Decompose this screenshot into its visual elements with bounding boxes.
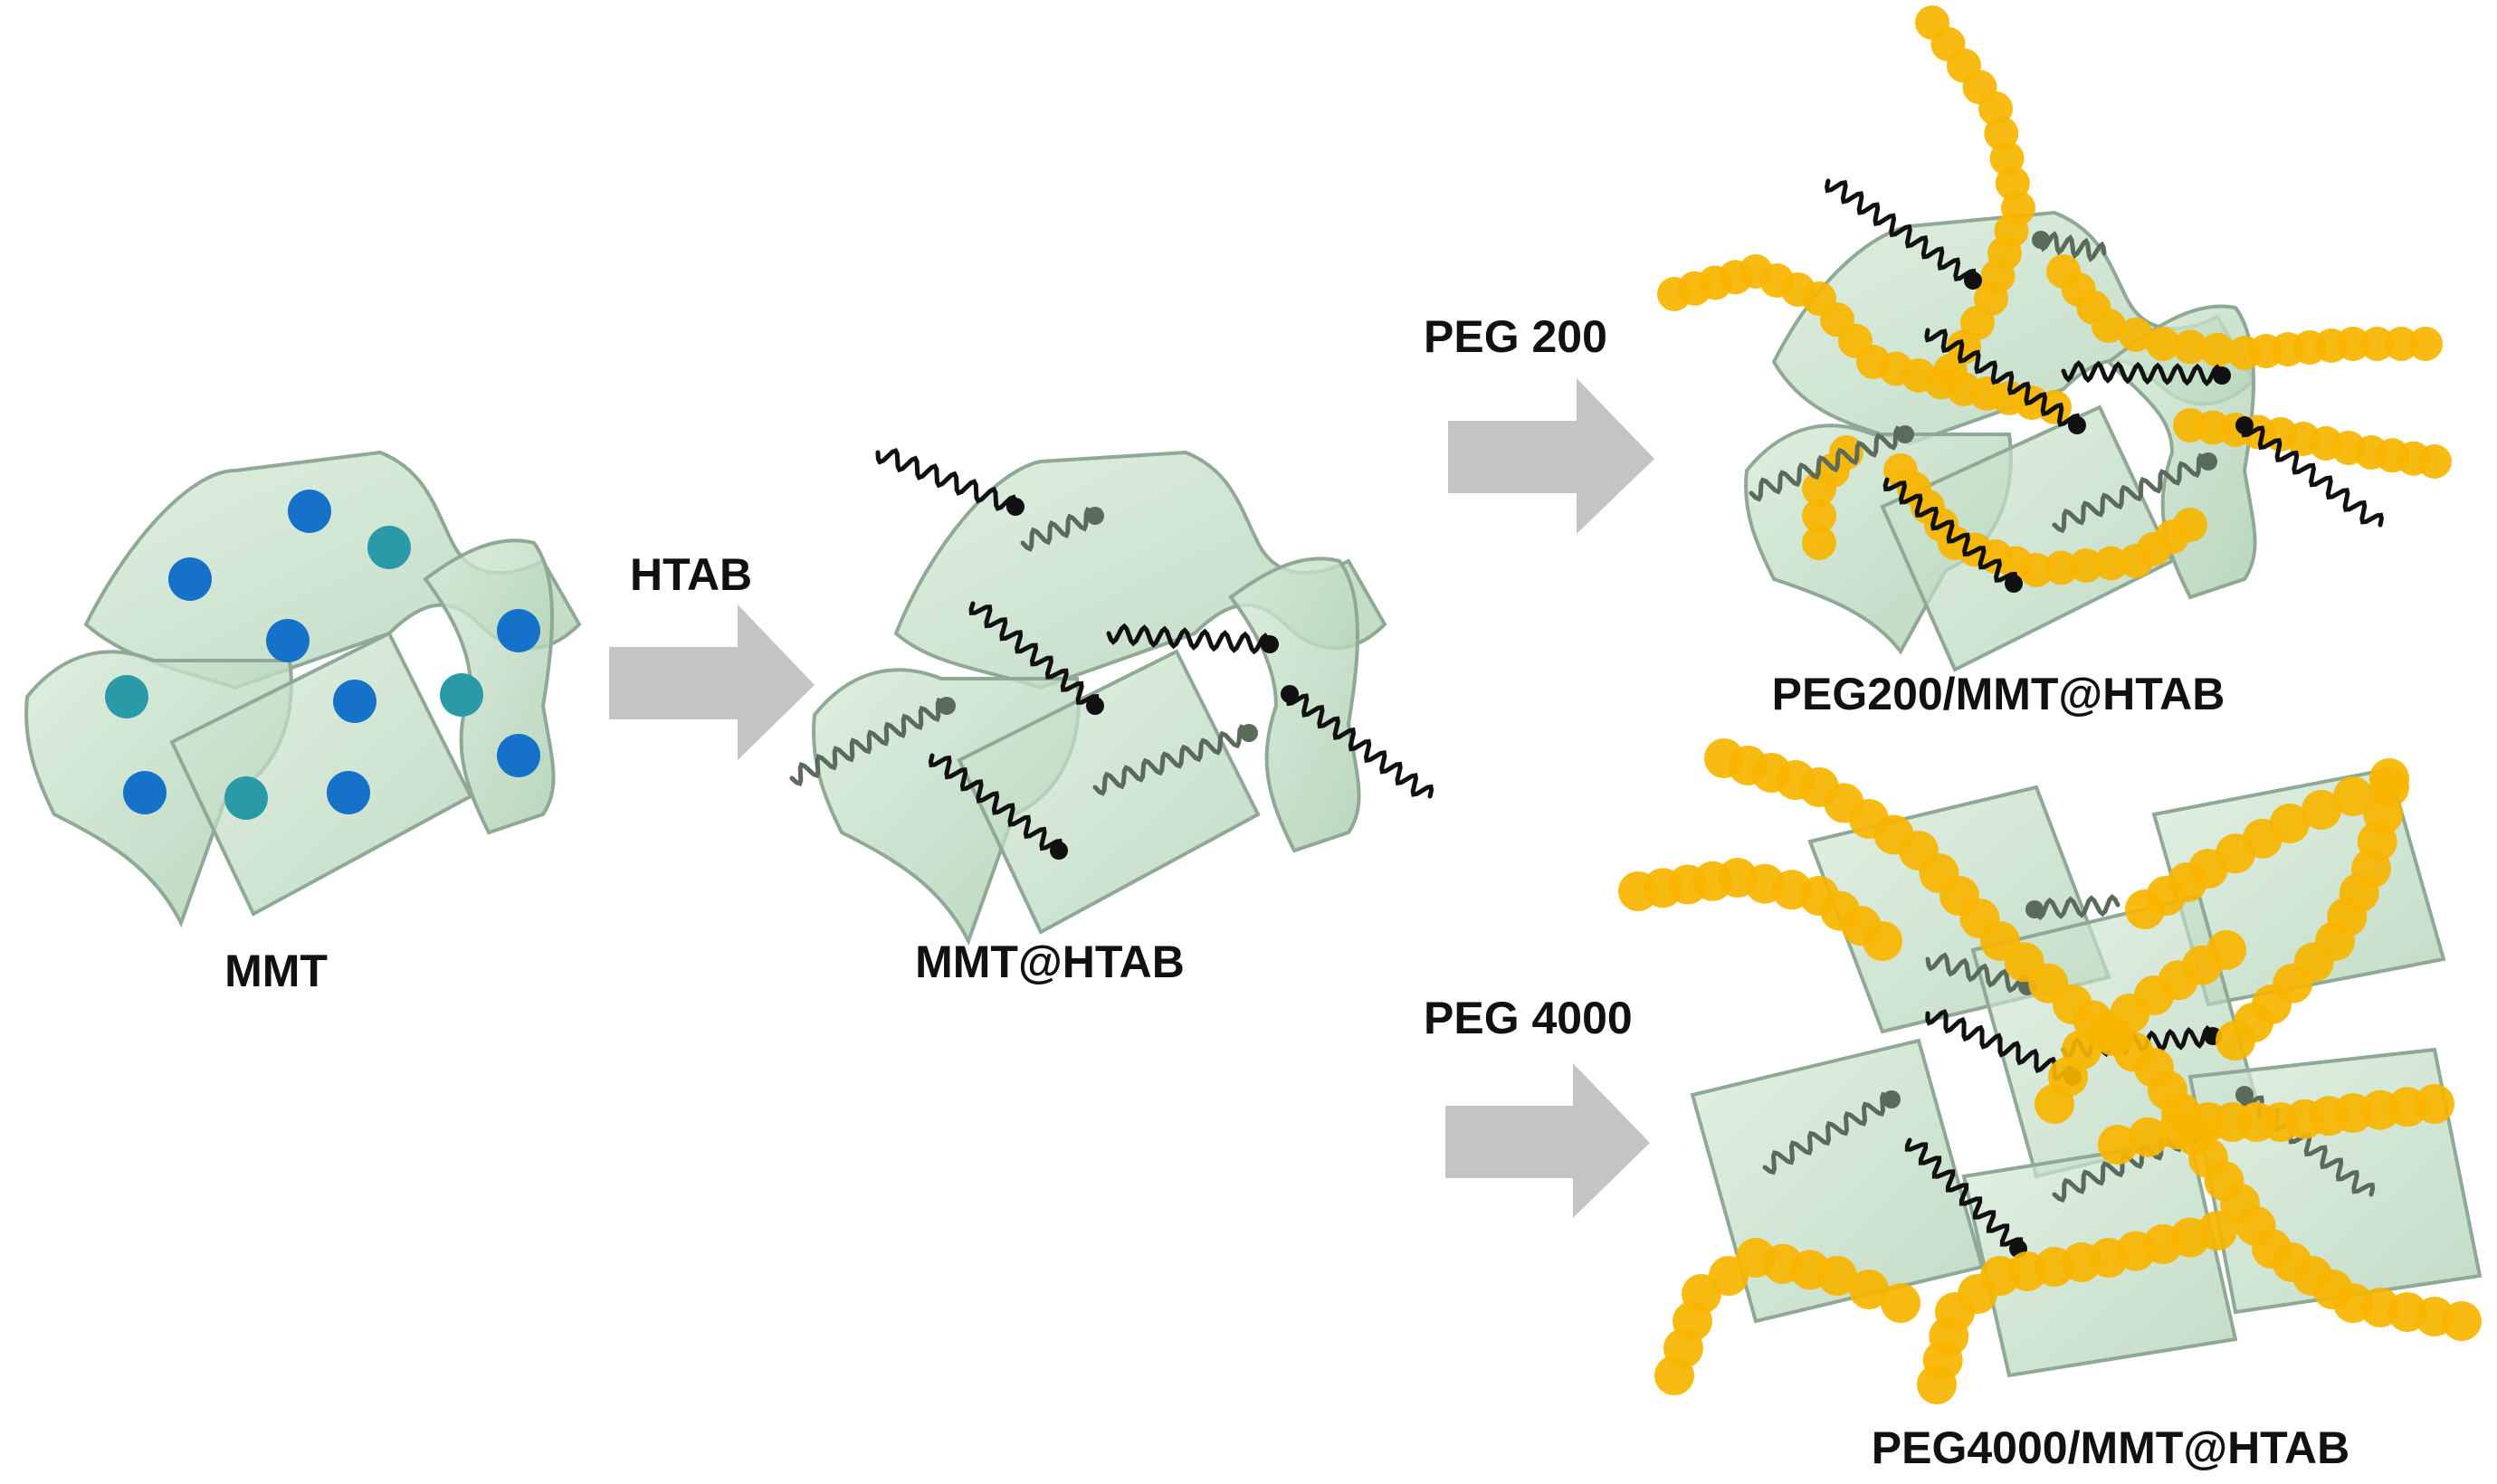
mmt-htab-illustration (789, 448, 1434, 947)
head-group (2235, 1086, 2254, 1104)
head-group (1882, 1090, 1901, 1108)
peg200-product-label: PEG200/MMT@HTAB (1771, 669, 2225, 719)
mmt-htab-label: MMT@HTAB (915, 937, 1185, 987)
htab-arrow-icon (609, 604, 815, 760)
surfactant-chain (875, 448, 1018, 511)
head-group (2235, 416, 2254, 434)
peg-chain (1657, 254, 2072, 424)
head-group (2068, 416, 2086, 434)
surfactant-chain (2241, 423, 2384, 528)
peg-chain (1654, 1238, 1920, 1395)
peg4000-illustration (1618, 738, 2483, 1404)
peg4000-product-label: PEG4000/MMT@HTAB (1871, 1422, 2350, 1473)
head-group (2032, 231, 2050, 249)
head-group (2199, 452, 2217, 471)
cation-dot (497, 734, 540, 777)
surfactant-chain (1092, 724, 1252, 796)
cation-dot (327, 771, 370, 814)
surfactant-chain (1825, 178, 1977, 283)
surfactant-chains (789, 448, 1434, 860)
peg-chain (2125, 758, 2409, 929)
surfactant-chain (968, 601, 1100, 709)
head-group (1050, 842, 1068, 860)
surfactant-chain (1762, 1091, 1894, 1175)
head-group (2005, 575, 2023, 593)
peg-chain (2035, 930, 2246, 1124)
surfactant-chain (1925, 1009, 2075, 1081)
peg200-illustration (1657, 5, 2452, 672)
peg200-arrow-icon (1448, 378, 1654, 534)
head-group (1896, 425, 1914, 443)
head-group (2025, 900, 2044, 918)
head-group (938, 697, 956, 715)
surfactant-chains (1749, 178, 2384, 593)
cation-dot (123, 771, 167, 814)
mmt-illustration (24, 450, 582, 928)
head-group (1964, 271, 1982, 290)
head-group (1086, 507, 1104, 525)
surfactant-chain (1106, 623, 1272, 655)
surfactant-chain (2061, 360, 2225, 386)
surfactant-chain (2052, 452, 2211, 534)
head-group (2213, 366, 2231, 385)
cation-dots (105, 490, 540, 820)
surfactant-chain (1020, 507, 1098, 552)
surfactant-chain (928, 753, 1063, 853)
peg-chain (1618, 858, 1902, 961)
cation-dot (288, 490, 331, 533)
head-group (1281, 685, 1299, 703)
cation-dot (333, 680, 376, 723)
surfactant-chain (789, 697, 949, 787)
htab-arrow-label: HTAB (630, 549, 753, 600)
head-group (1086, 697, 1104, 715)
surfactant-chain (2038, 231, 2107, 262)
surfactant-chain (1749, 425, 1908, 502)
peg-chain (2173, 408, 2452, 479)
cation-dot (105, 675, 148, 718)
cation-dot (367, 526, 411, 569)
peg-chain (2046, 254, 2443, 370)
cation-dot (168, 557, 212, 601)
peg-chains-long (1618, 738, 2482, 1404)
mmt-label: MMT (224, 946, 328, 996)
peg-chain (2216, 767, 2409, 1061)
peg4000-arrow-icon (1445, 1063, 1650, 1218)
peg4000-arrow-label: PEG 4000 (1424, 993, 1633, 1043)
head-group (1261, 635, 1279, 653)
peg200-arrow-label: PEG 200 (1424, 311, 1607, 362)
cation-dot (266, 619, 310, 662)
peg-chain (1917, 1211, 2237, 1404)
peg-chain (2098, 1084, 2454, 1165)
surfactant-chain (1904, 1137, 2024, 1251)
cation-dot (497, 609, 540, 652)
surfactant-chain (2032, 893, 2121, 921)
surfactant-chain (1925, 952, 2030, 994)
surfactant-chain (1924, 328, 2081, 428)
cation-dot (224, 776, 268, 820)
cation-dot (440, 673, 483, 717)
surfactant-chain (1882, 477, 2018, 586)
head-group (1006, 498, 1025, 516)
surfactant-chain (1285, 691, 1434, 799)
head-group (1240, 724, 1258, 742)
